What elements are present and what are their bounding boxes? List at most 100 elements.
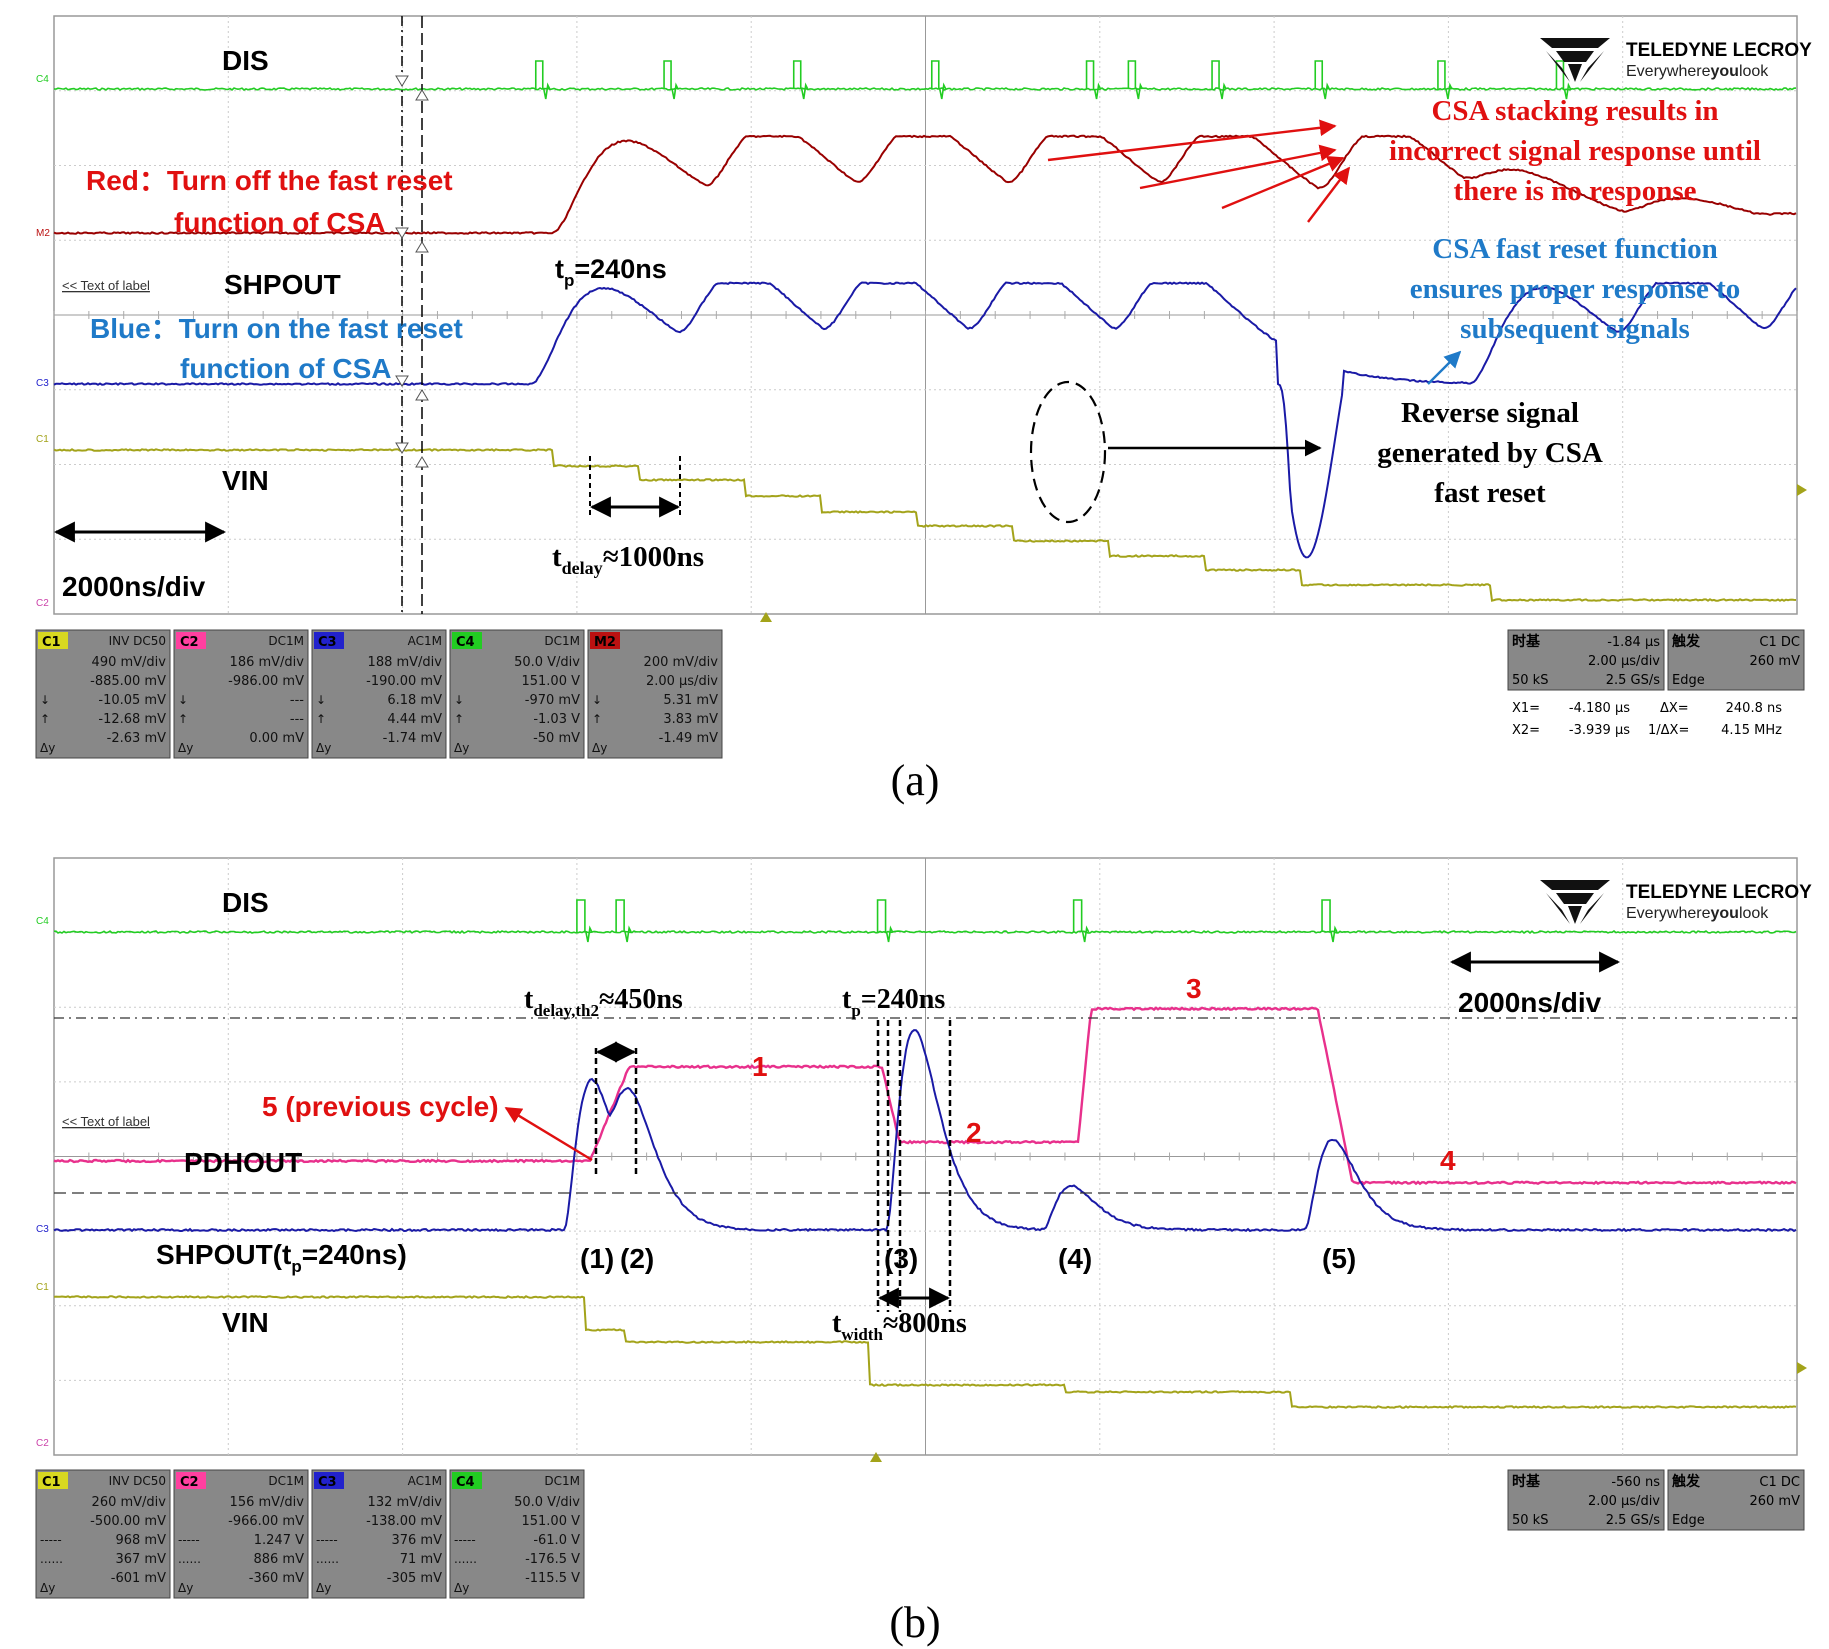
info-box-tag-bg: [176, 632, 206, 649]
info-box-tag: C2: [180, 635, 199, 650]
info-box-dy: Δy: [592, 741, 607, 755]
dis-spike: [534, 60, 551, 100]
cursor-marker: [415, 89, 429, 101]
logo-mark: [1568, 906, 1582, 924]
panel-b-traces: [53, 899, 1797, 1409]
dis-spike: [1127, 60, 1144, 100]
reverse-note-2: generated by CSA: [1377, 437, 1603, 469]
info-box-tag-bg: [452, 1472, 482, 1489]
info-box-row: 71 mV: [400, 1552, 442, 1567]
trigger-level-marker: [1797, 484, 1807, 496]
info-box-row: 186 mV/div: [230, 655, 305, 670]
pulse-number: (3): [884, 1243, 918, 1274]
pdhout-trace: [53, 1006, 1797, 1186]
info-box-row: -986.00 mV: [228, 674, 304, 689]
info-box-marker: ↓: [178, 693, 188, 707]
cursor-marker: [395, 375, 409, 387]
info-box-tag-bg: [176, 1472, 206, 1489]
info-box-marker: ↓: [592, 693, 602, 707]
cursor-marker: [415, 389, 429, 401]
info-box-row: 3.83 mV: [663, 712, 718, 727]
info-box-marker: ......: [454, 1552, 477, 1566]
info-box: [311, 629, 447, 759]
stack-arrow: [1047, 119, 1337, 162]
info-box-row: -970 mV: [525, 693, 580, 708]
dis-spike: [876, 899, 894, 943]
info-box-marker: ↓: [40, 693, 50, 707]
info-box-row: -1.03 V: [533, 712, 580, 727]
red-shpout-trace: [53, 134, 1797, 235]
blue-shpout-trace: [53, 281, 1797, 559]
channel-tag: C1: [36, 1282, 49, 1293]
dis-spike: [1321, 899, 1338, 943]
logo-tagline: Everywhereyoulook: [1626, 905, 1769, 922]
channel-tag: C3: [36, 1224, 49, 1235]
text-of-label: << Text of label: [62, 1114, 150, 1129]
shpout-label: SHPOUT(tp=240ns): [156, 1239, 407, 1276]
trigger-type: Edge: [1672, 673, 1705, 688]
stack-arrow: [1139, 144, 1337, 190]
stack-note-3: there is no response: [1453, 175, 1696, 207]
trigger-box-label: 触发: [1671, 1473, 1701, 1490]
dis-label: DIS: [222, 887, 269, 918]
cursor-marker: [415, 456, 429, 468]
trigger-type: Edge: [1672, 1513, 1705, 1528]
timebase-rate: 50 kS: [1512, 1513, 1548, 1528]
info-box-row: 490 mV/div: [92, 655, 167, 670]
logo-mark: [1580, 893, 1604, 924]
info-box-row: -190.00 mV: [366, 674, 442, 689]
dis-spike: [1555, 60, 1572, 100]
pulse-number: (1): [580, 1243, 614, 1274]
info-box-tag-bg: [590, 632, 620, 649]
info-box-marker: ↓: [454, 693, 464, 707]
info-box-row: ---: [290, 712, 304, 727]
info-box-head: DC1M: [268, 1474, 304, 1488]
tp-annotation: tp=240ns: [842, 984, 945, 1020]
stack-arrow: [1221, 156, 1345, 210]
trigger-marker: [760, 612, 772, 622]
info-box-row: -1.74 mV: [383, 731, 442, 746]
cursor-readout: -4.180 µs: [1569, 701, 1630, 716]
timebase-label: 2000ns/div: [62, 571, 206, 602]
info-box: [449, 629, 585, 759]
info-box-marker: ↑: [178, 712, 188, 726]
logo-mark: [1556, 51, 1594, 62]
previous-cycle-arrow: [504, 1106, 593, 1162]
info-box-marker: ↑: [40, 712, 50, 726]
vin-label: VIN: [222, 465, 269, 496]
logo-mark: [1556, 893, 1594, 904]
logo-brand: TELEDYNE LECROY: [1626, 40, 1812, 61]
info-box-marker: ↑: [316, 712, 326, 726]
info-box: [173, 629, 309, 759]
info-box-tag: C2: [180, 1475, 199, 1490]
logo-mark: [1540, 880, 1610, 890]
cursor-readout: 240.8 ns: [1726, 701, 1783, 716]
timebase-label: 2000ns/div: [1458, 987, 1602, 1018]
panel-a-label: (a): [891, 756, 940, 805]
info-box-marker: -----: [40, 1533, 62, 1547]
channel-tag: C2: [36, 1438, 49, 1449]
timebase-div: 2.00 µs/div: [1588, 654, 1660, 669]
reverse-ellipse: [1029, 380, 1107, 524]
cursor-readout: 1/ΔX=: [1648, 723, 1689, 738]
dis-spike: [1437, 60, 1453, 100]
logo-mark: [1580, 51, 1604, 82]
info-box-row: 50.0 V/div: [514, 655, 580, 670]
vin-trace: [53, 448, 1797, 602]
logo-mark: [1546, 893, 1570, 924]
info-box-row: -50 mV: [533, 731, 580, 746]
tdelay-th2-annotation: tdelay,th2≈450ns: [524, 984, 683, 1020]
vin-trace: [53, 1295, 1797, 1409]
info-box-dy: Δy: [40, 741, 55, 755]
timebase-rate: 50 kS: [1512, 673, 1548, 688]
info-box-row: 260 mV/div: [92, 1495, 167, 1510]
dis-spike: [930, 60, 947, 100]
blue-note-1: Blue：Turn on the fast reset: [90, 313, 463, 344]
stack-note-2: incorrect signal response until: [1389, 135, 1761, 167]
info-box-row: -61.0 V: [533, 1533, 580, 1548]
dis-trace: [53, 87, 1797, 92]
info-box-head: INV DC50: [109, 634, 166, 648]
info-box-tag: C4: [456, 1475, 475, 1490]
info-box-head: AC1M: [408, 634, 442, 648]
